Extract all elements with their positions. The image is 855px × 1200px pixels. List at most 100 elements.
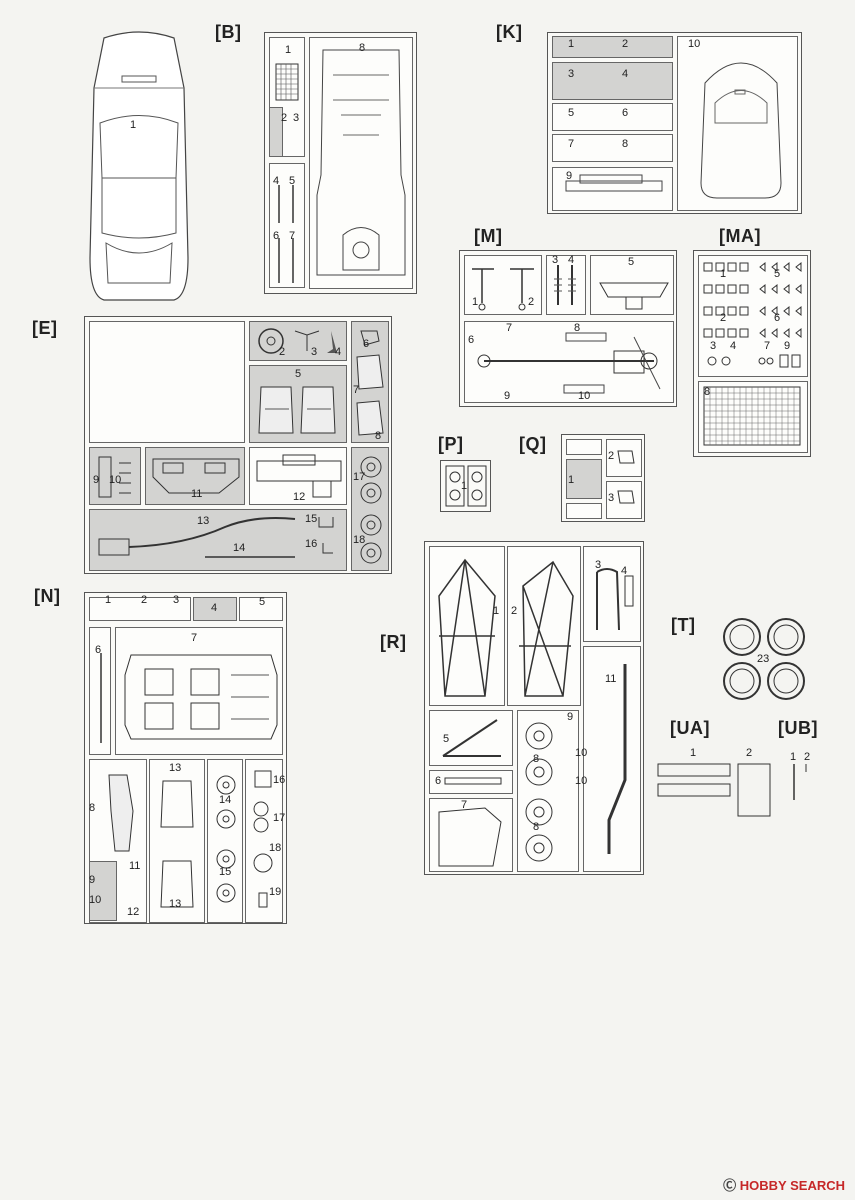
part-number: 5: [443, 733, 450, 745]
sprue-n-frame: 1 2 3 4 5 6 7 8 9 10 11 12 13 13 14 15 1…: [84, 592, 287, 924]
seat-parts: [258, 386, 336, 434]
wheel-parts: [525, 722, 553, 862]
drivetrain-part: [477, 332, 661, 394]
sprue-label-ma: [MA]: [719, 226, 761, 246]
sprue-label-t: [T]: [671, 615, 696, 635]
sprue-b-cell: [309, 37, 413, 289]
part-number: 18: [353, 534, 366, 546]
mirror-parts: [617, 450, 635, 504]
part-number: 2: [511, 605, 518, 617]
part-number: 1: [130, 119, 137, 131]
part-number: 4: [730, 340, 737, 352]
part-number: 1: [493, 605, 500, 617]
roll-cage-part: [438, 558, 496, 697]
part-number: 1: [568, 38, 575, 50]
sprue-r-cell: [583, 546, 641, 642]
part-number: 3: [568, 68, 575, 80]
sprue-label-ua: [UA]: [670, 718, 710, 738]
sprue-n-cell: [245, 759, 283, 923]
part-number: 4: [621, 565, 628, 577]
sprue-r-frame: 1 2 3 4 5 6 7 8 8 9 10 10 11: [424, 541, 644, 875]
part-number: 3: [311, 346, 318, 358]
part-number: 8: [533, 821, 540, 833]
part-number: 7: [353, 384, 360, 396]
part-number: 4: [568, 254, 575, 266]
brace-part: [442, 719, 501, 757]
sprue-q-cell: [566, 459, 602, 499]
lens-parts: [445, 465, 487, 507]
suspension-arm-parts: [472, 268, 534, 311]
sprue-ma-cell: [698, 255, 808, 377]
part-number: 16: [273, 774, 286, 786]
disc-parts: [360, 456, 382, 564]
wiper-parts: [278, 185, 294, 283]
console-part: [108, 774, 134, 852]
part-number: 17: [353, 471, 366, 483]
part-number: 8: [375, 430, 382, 442]
sprue-q-cell: [566, 503, 602, 519]
part-number: 3: [710, 340, 717, 352]
sprue-m-frame: 1 2 3 4 5 6 7 8 9 10: [459, 250, 677, 407]
sprue-k-cell: [552, 103, 673, 131]
wire-parts: [793, 764, 807, 800]
sprue-q-cell: [606, 439, 642, 477]
part-number: 1: [720, 268, 727, 280]
wheel-hub-parts: [216, 775, 236, 903]
part-number: 1: [568, 474, 575, 486]
strut-bar-part: [607, 664, 627, 854]
sprue-label-ub: [UB]: [778, 718, 818, 738]
part-number: 7: [506, 322, 513, 334]
sprue-label-q: [Q]: [519, 434, 547, 454]
interior-tub-part: [124, 654, 278, 740]
part-number: 2: [608, 450, 615, 462]
part-number: 13: [169, 898, 182, 910]
part-number: 3: [608, 492, 615, 504]
part-number: 7: [191, 632, 198, 644]
brake-parts: [253, 770, 273, 908]
floor-panel-part: [438, 807, 502, 867]
sprue-ma-frame: 1 5 2 6 3 4 7 9 8: [693, 250, 811, 457]
part-number: 10: [109, 474, 122, 486]
steering-wheel-part: [258, 328, 337, 354]
part-number: 18: [269, 842, 282, 854]
part-number: 12: [293, 491, 306, 503]
sprue-e-cell: [145, 447, 245, 505]
part-number: 5: [774, 268, 781, 280]
part-number: 1: [790, 751, 797, 763]
part-number: 4: [273, 175, 280, 187]
part-number: 2: [720, 312, 727, 324]
sprue-q-cell: [566, 439, 602, 455]
sprue-b-cell: [269, 107, 283, 157]
part-number: 9: [567, 711, 574, 723]
part-number: 2: [281, 112, 288, 124]
part-number: 2: [622, 38, 629, 50]
sprue-m-cell: [464, 255, 542, 315]
part-number: 6: [363, 338, 370, 350]
part-number: 15: [305, 513, 318, 525]
sprue-e-cell: [249, 321, 347, 361]
part-number: 9: [504, 390, 511, 402]
pedal-box-parts: [98, 456, 131, 498]
car-body-drawing: [89, 31, 189, 301]
exhaust-part: [98, 517, 334, 558]
part-number: 1: [461, 480, 468, 492]
sprue-m-cell: [590, 255, 674, 315]
sprue-label-b: [B]: [215, 22, 242, 42]
part-number: 8: [359, 42, 366, 54]
part-number: 15: [219, 866, 232, 878]
part-number: 5: [259, 596, 266, 608]
sprue-e-cell: [351, 447, 389, 571]
rod-part: [100, 653, 102, 743]
sprue-q-cell: [606, 481, 642, 519]
sprue-b-frame: 1 2 3 4 5 6 7 8: [264, 32, 417, 294]
sprue-label-r: [R]: [380, 632, 407, 652]
part-number: 11: [129, 860, 141, 872]
part-number: 6: [95, 644, 102, 656]
small-fittings-parts: [703, 261, 802, 368]
sprue-e-cell: [89, 321, 245, 443]
part-number: 2: [279, 346, 286, 358]
part-number: 6: [435, 775, 442, 787]
sprue-label-n: [N]: [34, 586, 61, 606]
part-number: 8: [622, 138, 629, 150]
mesh-part: [703, 386, 801, 446]
